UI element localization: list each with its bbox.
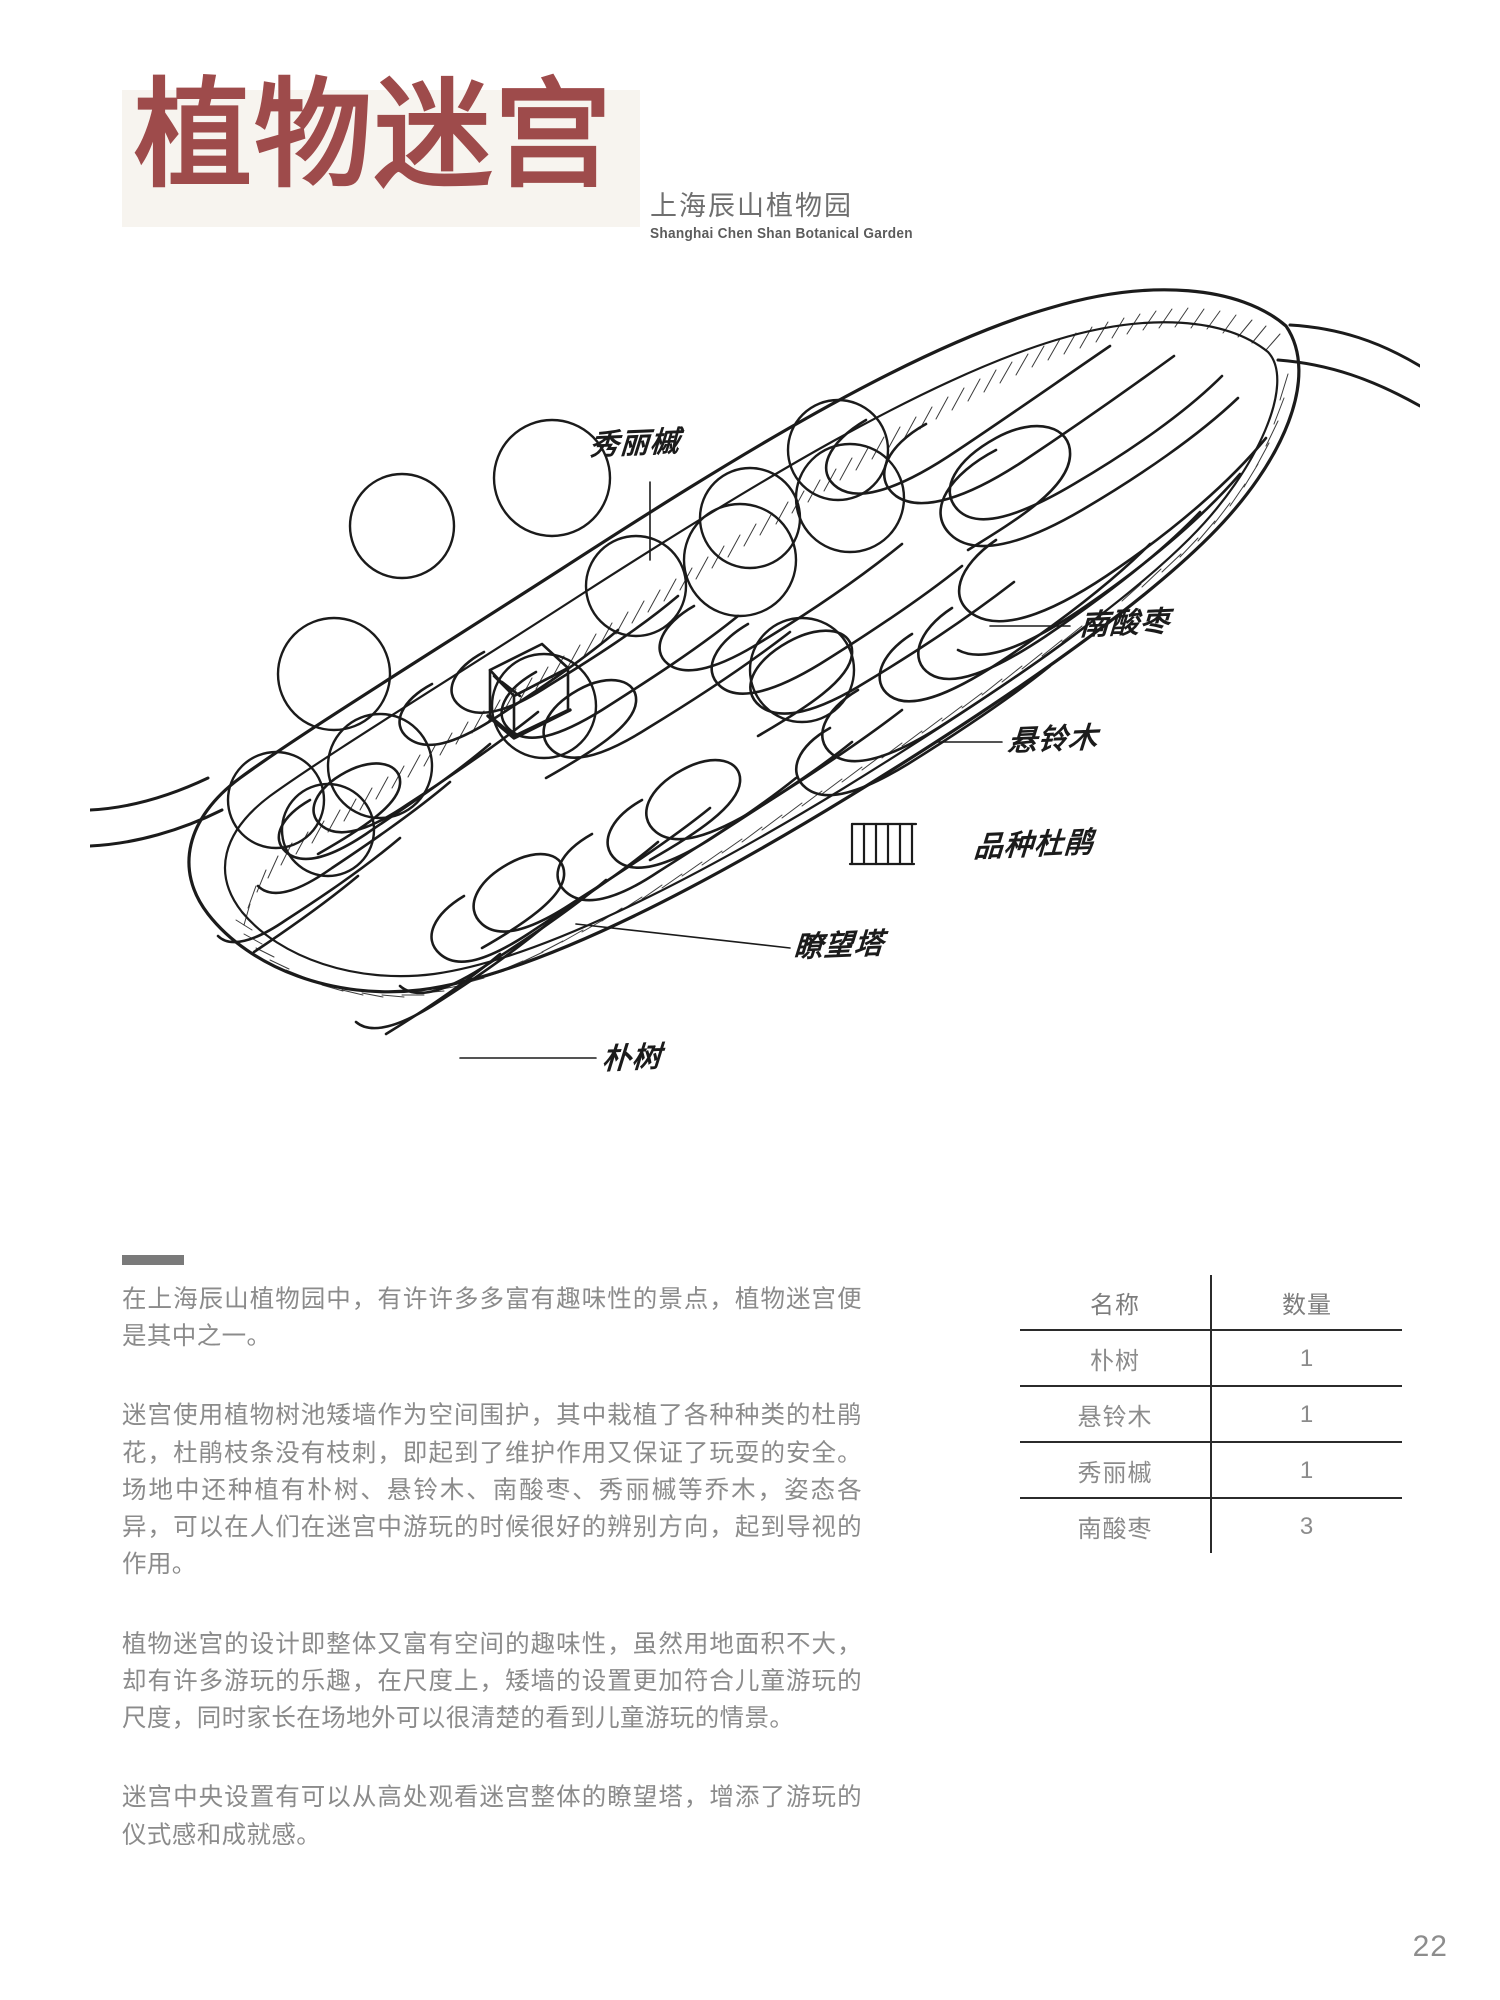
diagram-label-xiuli-qi: 秀丽槭 [588, 424, 682, 462]
subtitle-chinese: 上海辰山植物园 [650, 191, 853, 221]
table-header-qty: 数量 [1210, 1275, 1402, 1331]
cell-plant-qty: 1 [1210, 1386, 1402, 1442]
diagram-label-liao-wang-ta: 瞭望塔 [792, 926, 886, 964]
paragraph-2: 迷宫使用植物树池矮墙作为空间围护，其中栽植了各种种类的杜鹃花，杜鹃枝条没有枝刺，… [122, 1402, 862, 1579]
cell-plant-qty: 1 [1210, 1330, 1402, 1386]
diagram-label-nan-suan-zao: 南酸枣 [1078, 604, 1172, 642]
table-head: 名称 数量 [1020, 1275, 1402, 1331]
page-number: 22 [1412, 1930, 1448, 1963]
paragraph-1: 在上海辰山植物园中，有许许多多富有趣味性的景点，植物迷宫便是其中之一。 [122, 1286, 862, 1351]
table-row: 朴树 1 [1020, 1330, 1402, 1386]
plant-quantity-table-wrapper: 名称 数量 朴树 1 悬铃木 1 秀丽槭 1 南酸枣 3 [1020, 1275, 1402, 1553]
plant-maze-diagram: 秀丽槭 南酸枣 悬铃木 品种杜鹃 瞭望塔 朴树 [90, 230, 1420, 1230]
cell-plant-qty: 3 [1210, 1498, 1402, 1553]
title-background-band [122, 90, 640, 227]
subtitle-block: 上海辰山植物园 Shanghai Chen Shan Botanical Gar… [650, 184, 930, 242]
cell-plant-name: 朴树 [1090, 1348, 1140, 1375]
paragraph-4: 迷宫中央设置有可以从高处观看迷宫整体的瞭望塔，增添了游玩的仪式感和成就感。 [122, 1784, 862, 1849]
rhododendron-swatch-icon [848, 822, 918, 866]
cell-plant-name: 南酸枣 [1077, 1516, 1153, 1543]
maze-plan-drawing [90, 288, 1420, 1059]
table-row: 悬铃木 1 [1020, 1386, 1402, 1442]
body-text-column: 在上海辰山植物园中，有许许多多富有趣味性的景点，植物迷宫便是其中之一。 迷宫使用… [122, 1255, 862, 1854]
plant-quantity-table: 名称 数量 朴树 1 悬铃木 1 秀丽槭 1 南酸枣 3 [1020, 1275, 1402, 1553]
subtitle-english: Shanghai Chen Shan Botanical Garden [650, 226, 913, 242]
cell-plant-name: 悬铃木 [1077, 1404, 1153, 1431]
paragraph-3: 植物迷宫的设计即整体又富有空间的趣味性，虽然用地面积不大，却有许多游玩的乐趣，在… [122, 1630, 862, 1733]
page-header: 植物迷宫 上海辰山植物园 Shanghai Chen Shan Botanica… [0, 0, 1500, 270]
table-header-name: 名称 [1020, 1275, 1211, 1331]
accent-bar [122, 1255, 184, 1265]
diagram-label-pu-shu: 朴树 [600, 1039, 664, 1076]
cell-plant-name: 秀丽槭 [1077, 1460, 1153, 1487]
cell-plant-qty: 1 [1210, 1442, 1402, 1498]
table-row: 秀丽槭 1 [1020, 1442, 1402, 1498]
page-title: 植物迷宫 [134, 71, 615, 202]
table-row: 南酸枣 3 [1020, 1498, 1402, 1553]
diagram-label-pinzhong-dujuan: 品种杜鹃 [972, 824, 1096, 864]
table-body: 朴树 1 悬铃木 1 秀丽槭 1 南酸枣 3 [1020, 1330, 1402, 1553]
table-header-row: 名称 数量 [1020, 1275, 1402, 1331]
diagram-label-xuan-ling-mu: 悬铃木 [1006, 720, 1100, 758]
